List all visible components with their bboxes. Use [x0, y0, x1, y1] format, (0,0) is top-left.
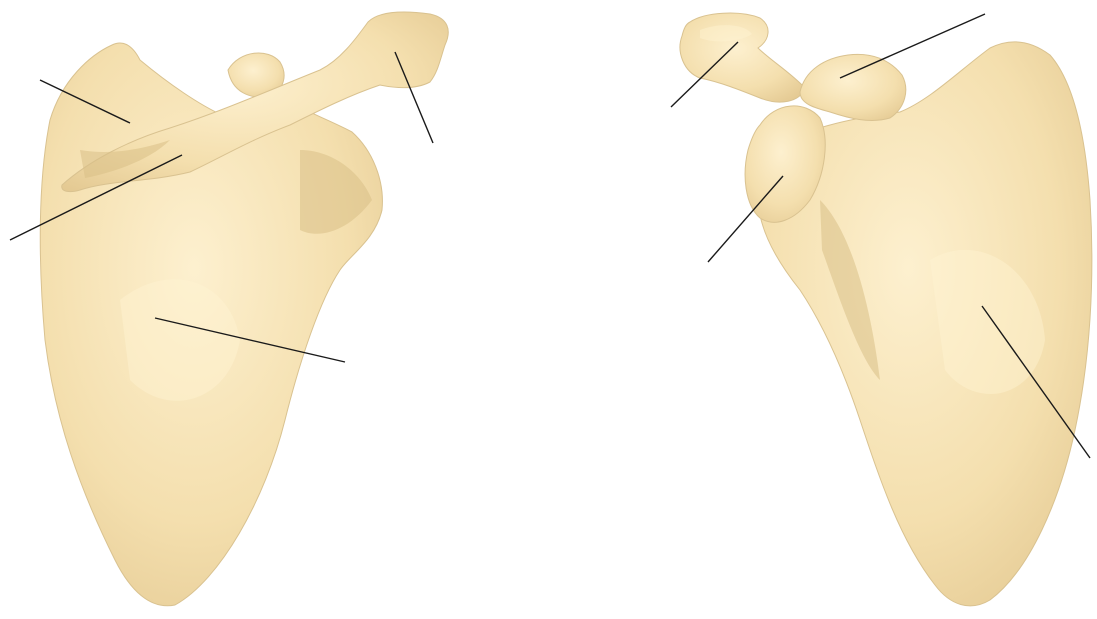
- scapula-anterior-view: [671, 13, 1092, 606]
- coracoid-right: [800, 54, 906, 120]
- leader-line-coracoid: [840, 14, 985, 78]
- acromion-right: [680, 13, 805, 102]
- scapula-posterior-view: [10, 12, 448, 606]
